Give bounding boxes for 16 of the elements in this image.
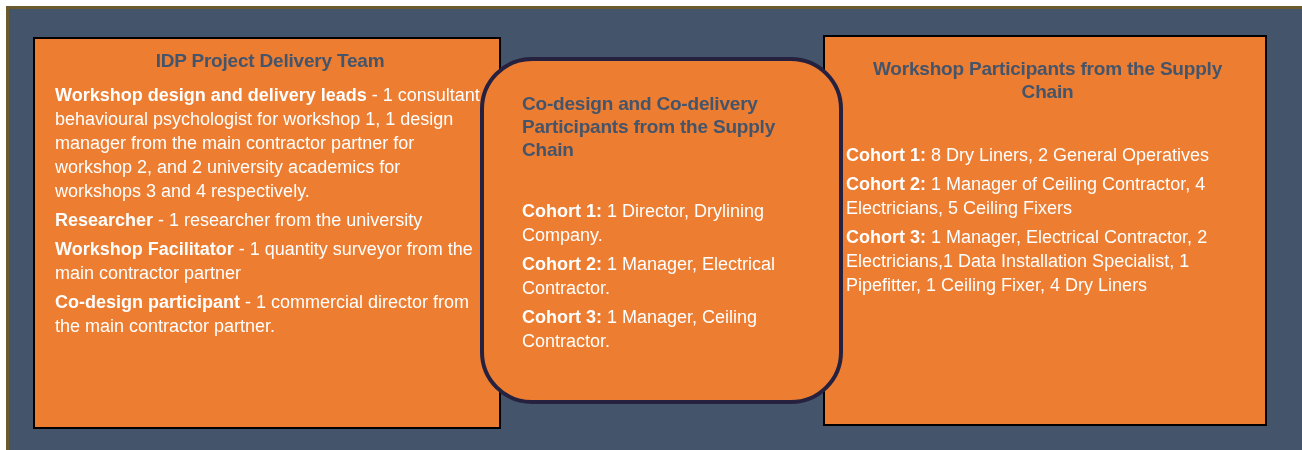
- description-text: Researcher - 1 researcher from the university: [55, 209, 424, 232]
- description-text: Cohort 2: 1 Manager, Electrical Contractor.: [522, 253, 777, 300]
- description-text: Cohort 3: 1 Manager, Ceiling Contractor.: [522, 306, 759, 353]
- description-text: Workshop Facilitator - 1 quantity surveyor from the main contractor partner: [55, 238, 474, 285]
- description-text: Cohort 1: 1 Director, Drylining Company.: [522, 200, 766, 247]
- description-text: Cohort 2: 1 Manager of Ceiling Contractor, 4 Electricians, 5 Ceiling Fixers: [846, 173, 1207, 220]
- rounded-box: [480, 57, 843, 404]
- box-heading: IDP Project Delivery Team: [154, 49, 386, 72]
- description-text: Cohort 1: 8 Dry Liners, 2 General Operatives: [846, 144, 1211, 167]
- box-heading: Workshop Participants from the Supply Chain: [871, 57, 1224, 103]
- description-text: Co-design participant - 1 commercial director from the main contractor partner.: [55, 291, 471, 338]
- process-box: [33, 37, 501, 429]
- description-text: Workshop design and delivery leads - 1 consultant behavioural psychologist for workshop 1, 1 design manager from the main contractor partner for workshop 2, and 2 university academics for workshops 3 and 4 respectively.: [55, 84, 481, 203]
- description-text: Cohort 3: 1 Manager, Electrical Contractor, 2 Electricians,1 Data Installation Specialist, 1 Pipefitter, 1 Ceiling Fixer, 4 Dry Liners: [846, 226, 1209, 297]
- box-heading: Co-design and Co-delivery Participants from the Supply Chain: [522, 92, 777, 161]
- process-box: [823, 35, 1267, 426]
